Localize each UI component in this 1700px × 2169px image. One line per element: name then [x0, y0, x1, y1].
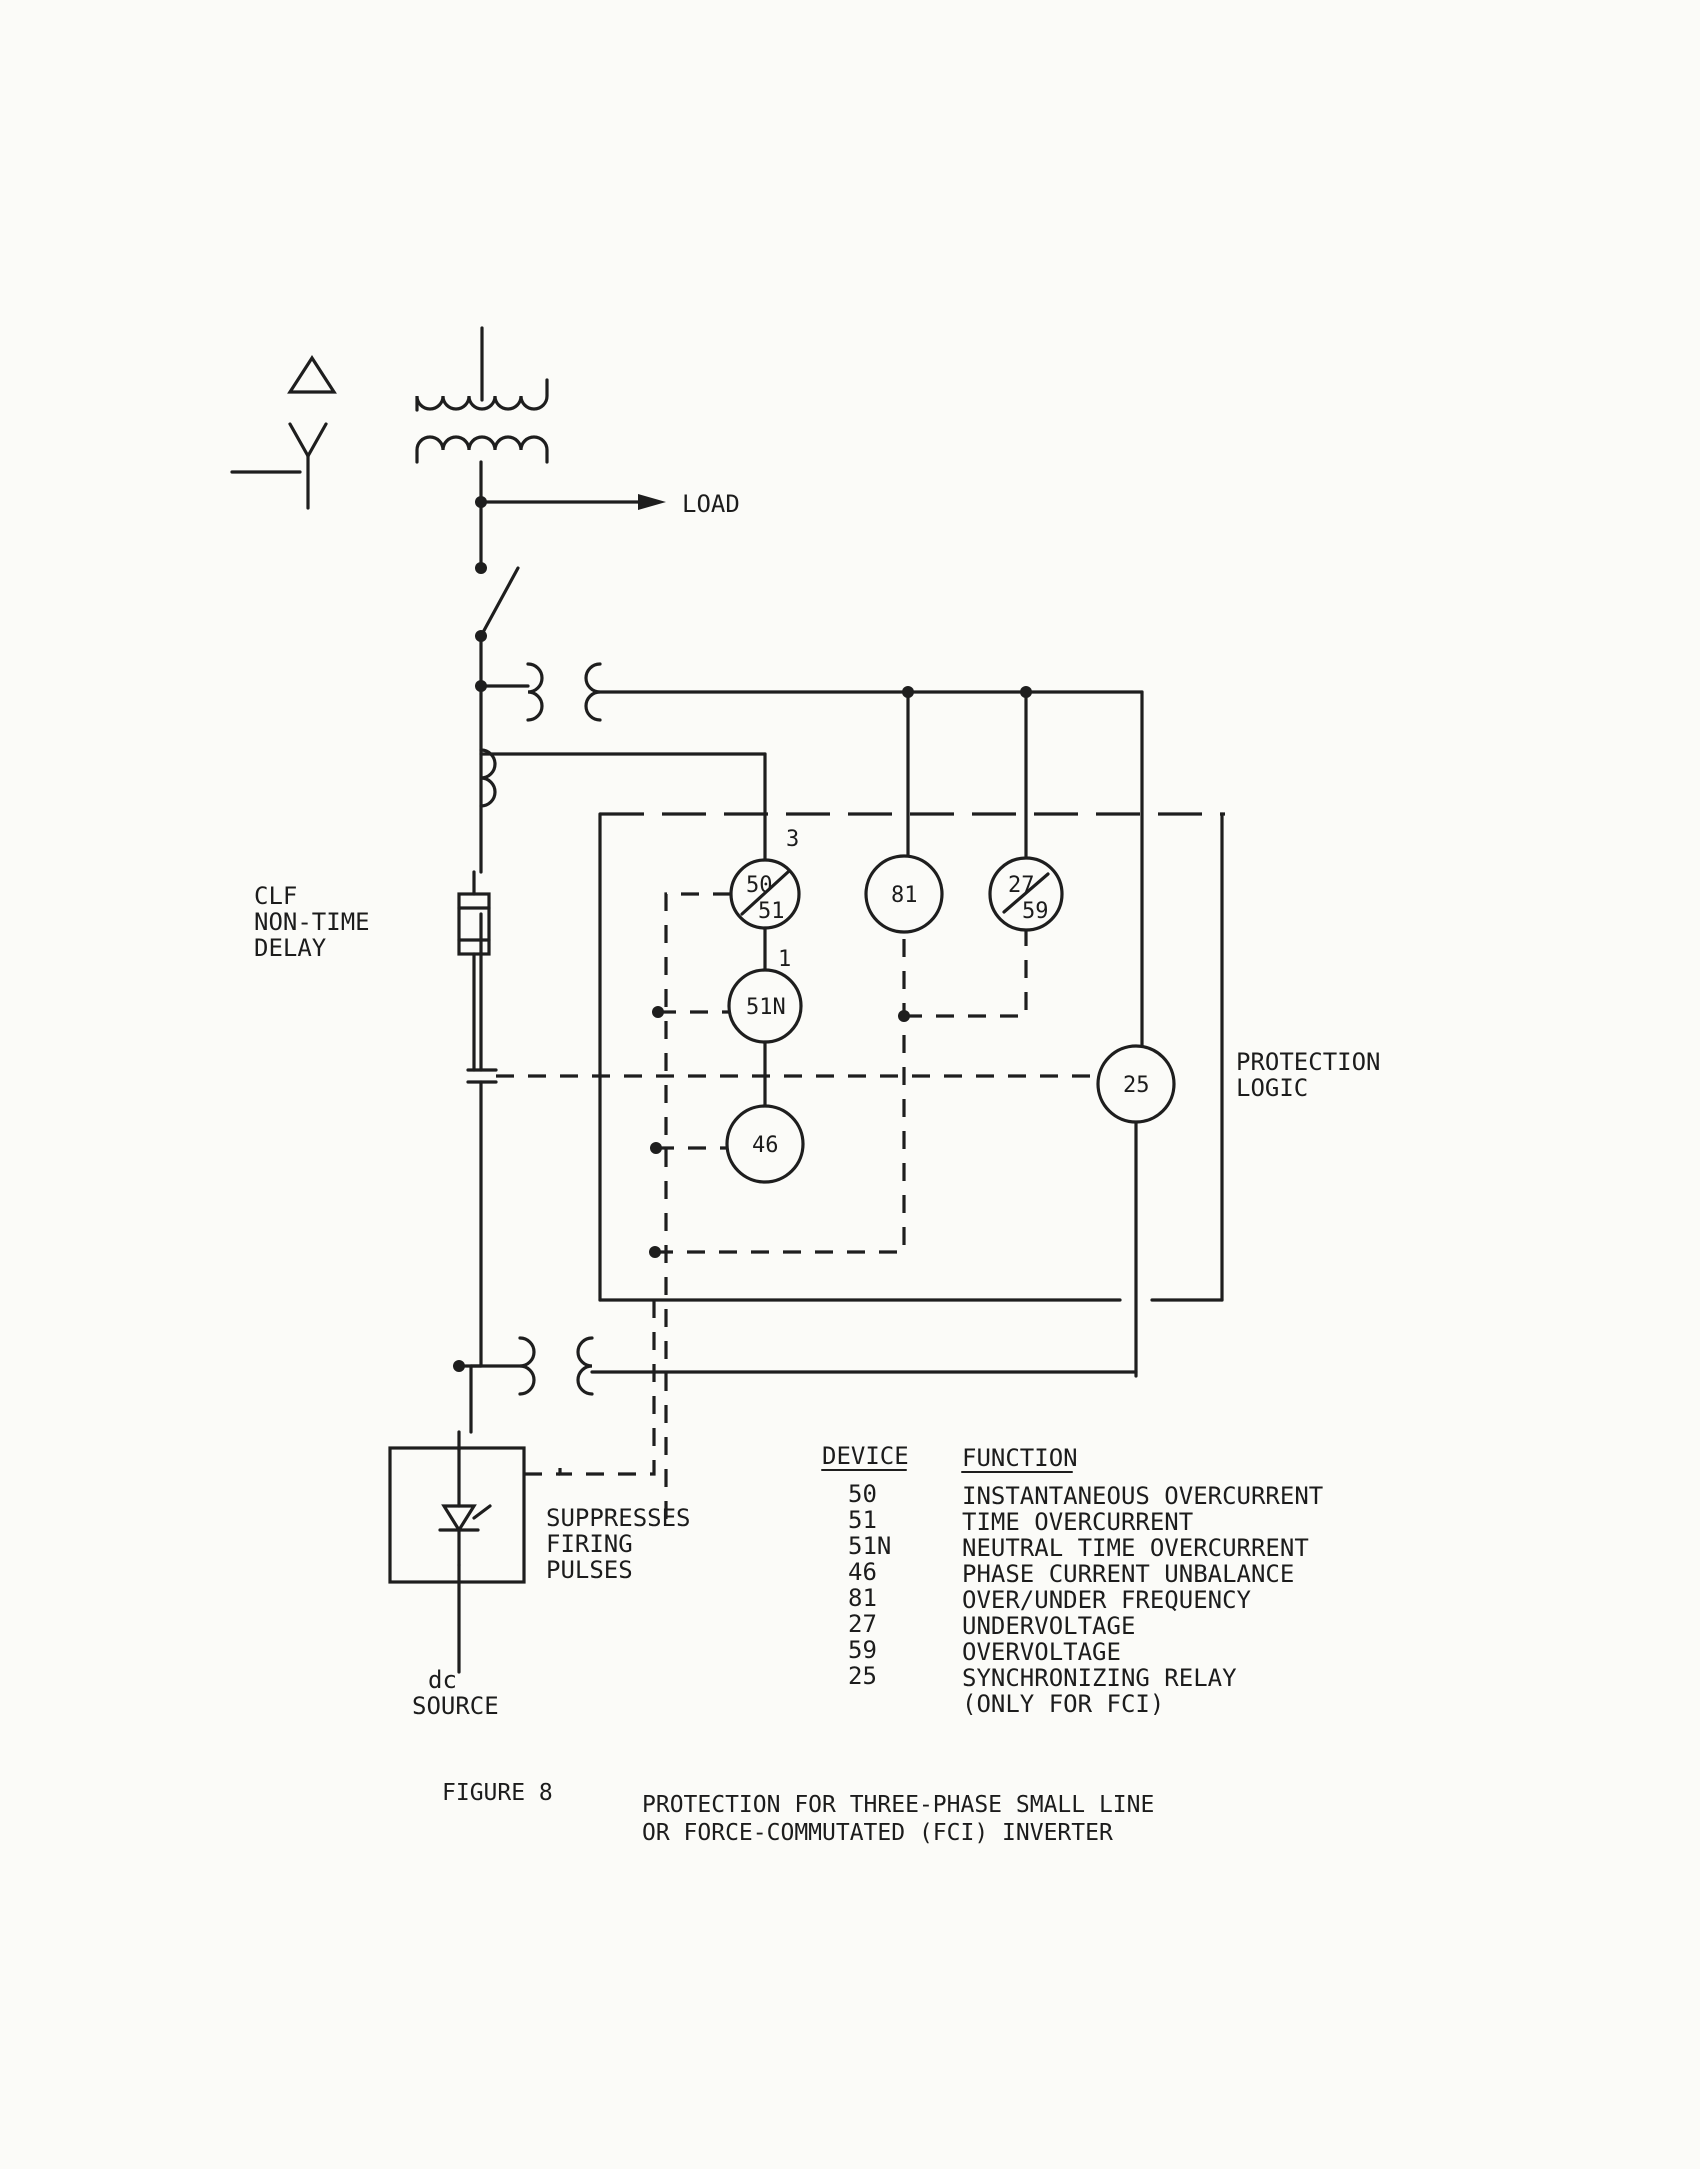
relay-count-3: 3 — [786, 827, 799, 852]
legend-function-5: UNDERVOLTAGE — [962, 1612, 1135, 1640]
legend-function-7: SYNCHRONIZING RELAY — [962, 1664, 1237, 1692]
legend-device-1: 51 — [848, 1506, 877, 1534]
main-transformer — [415, 326, 549, 464]
legend-header-device: DEVICE — [822, 1442, 909, 1470]
svg-text:27: 27 — [1008, 873, 1035, 898]
protection-logic-box — [598, 812, 1225, 1302]
wye-arm-left — [288, 422, 310, 458]
legend-function-2: NEUTRAL TIME OVERCURRENT — [962, 1534, 1309, 1562]
svg-text:81: 81 — [891, 883, 918, 908]
relay-46: 46 — [725, 1104, 805, 1184]
series-current-transformer — [479, 748, 767, 866]
legend-header-function: FUNCTION — [962, 1444, 1078, 1472]
svg-text:59: 59 — [1022, 899, 1049, 924]
voltage-taps — [902, 686, 1144, 1378]
delta-wye-symbols — [230, 355, 337, 510]
control-signal-lines — [496, 892, 1098, 1530]
thyristor-icon — [441, 1504, 477, 1534]
legend-function-3: PHASE CURRENT UNBALANCE — [962, 1560, 1294, 1588]
legend-device-5: 27 — [848, 1610, 877, 1638]
delta-symbol — [287, 355, 337, 394]
lower-current-transformer — [453, 1336, 1138, 1396]
svg-text:51N: 51N — [746, 995, 786, 1020]
figure-number: FIGURE 8 — [442, 1780, 553, 1806]
legend-device-3: 46 — [848, 1558, 877, 1586]
caption-line1: PROTECTION FOR THREE-PHASE SMALL LINE — [642, 1792, 1154, 1818]
dc-label-line1: dc — [428, 1666, 457, 1694]
relay-27-59: 27 59 — [988, 856, 1064, 932]
legend-function-6: OVERVOLTAGE — [962, 1638, 1121, 1666]
suppress-label-line3: PULSES — [546, 1556, 633, 1584]
legend-function-4: OVER/UNDER FREQUENCY — [962, 1586, 1252, 1614]
legend-function-1: TIME OVERCURRENT — [962, 1508, 1193, 1536]
relay-81: 81 — [864, 854, 944, 934]
relay-count-1: 1 — [778, 947, 791, 972]
protection-label-line2: LOGIC — [1236, 1074, 1308, 1102]
main-feeder — [457, 460, 666, 1674]
figure-caption: FIGURE 8 PROTECTION FOR THREE-PHASE SMAL… — [442, 1780, 1154, 1846]
legend-device-4: 81 — [848, 1584, 877, 1612]
legend-device-6: 59 — [848, 1636, 877, 1664]
load-label: LOAD — [682, 490, 740, 518]
clf-fuse — [457, 870, 491, 1072]
svg-text:25: 25 — [1123, 1073, 1150, 1098]
wye-arm-right — [306, 422, 328, 458]
upper-current-transformer — [475, 662, 1144, 722]
legend-device-7: 25 — [848, 1662, 877, 1690]
legend-function-0: INSTANTANEOUS OVERCURRENT — [962, 1482, 1323, 1510]
suppress-label-line1: SUPPRESSES — [546, 1504, 691, 1532]
thyristor-block — [388, 1430, 560, 1584]
load-arrow — [638, 494, 666, 510]
clf-label-line3: DELAY — [254, 934, 327, 962]
clf-label-line1: CLF — [254, 882, 297, 910]
suppress-label-line2: FIRING — [546, 1530, 633, 1558]
caption-line2: OR FORCE-COMMUTATED (FCI) INVERTER — [642, 1820, 1113, 1846]
relay-25: 25 — [1096, 1044, 1176, 1124]
protection-label-line1: PROTECTION — [1236, 1048, 1381, 1076]
relay-51n: 51N — [727, 968, 803, 1044]
dc-label-line2: SOURCE — [412, 1692, 499, 1720]
legend-device-0: 50 — [848, 1480, 877, 1508]
device-legend: DEVICE FUNCTION 50 INSTANTANEOUS OVERCUR… — [821, 1442, 1323, 1718]
clf-label-line2: NON-TIME — [254, 908, 370, 936]
legend-function-8: (ONLY FOR FCI) — [962, 1690, 1164, 1718]
disconnect-switch — [479, 566, 520, 638]
relay-51-label: 51 — [758, 899, 785, 924]
svg-text:46: 46 — [752, 1133, 779, 1158]
legend-device-2: 51N — [848, 1532, 891, 1560]
relay-50-label: 50 — [746, 873, 773, 898]
